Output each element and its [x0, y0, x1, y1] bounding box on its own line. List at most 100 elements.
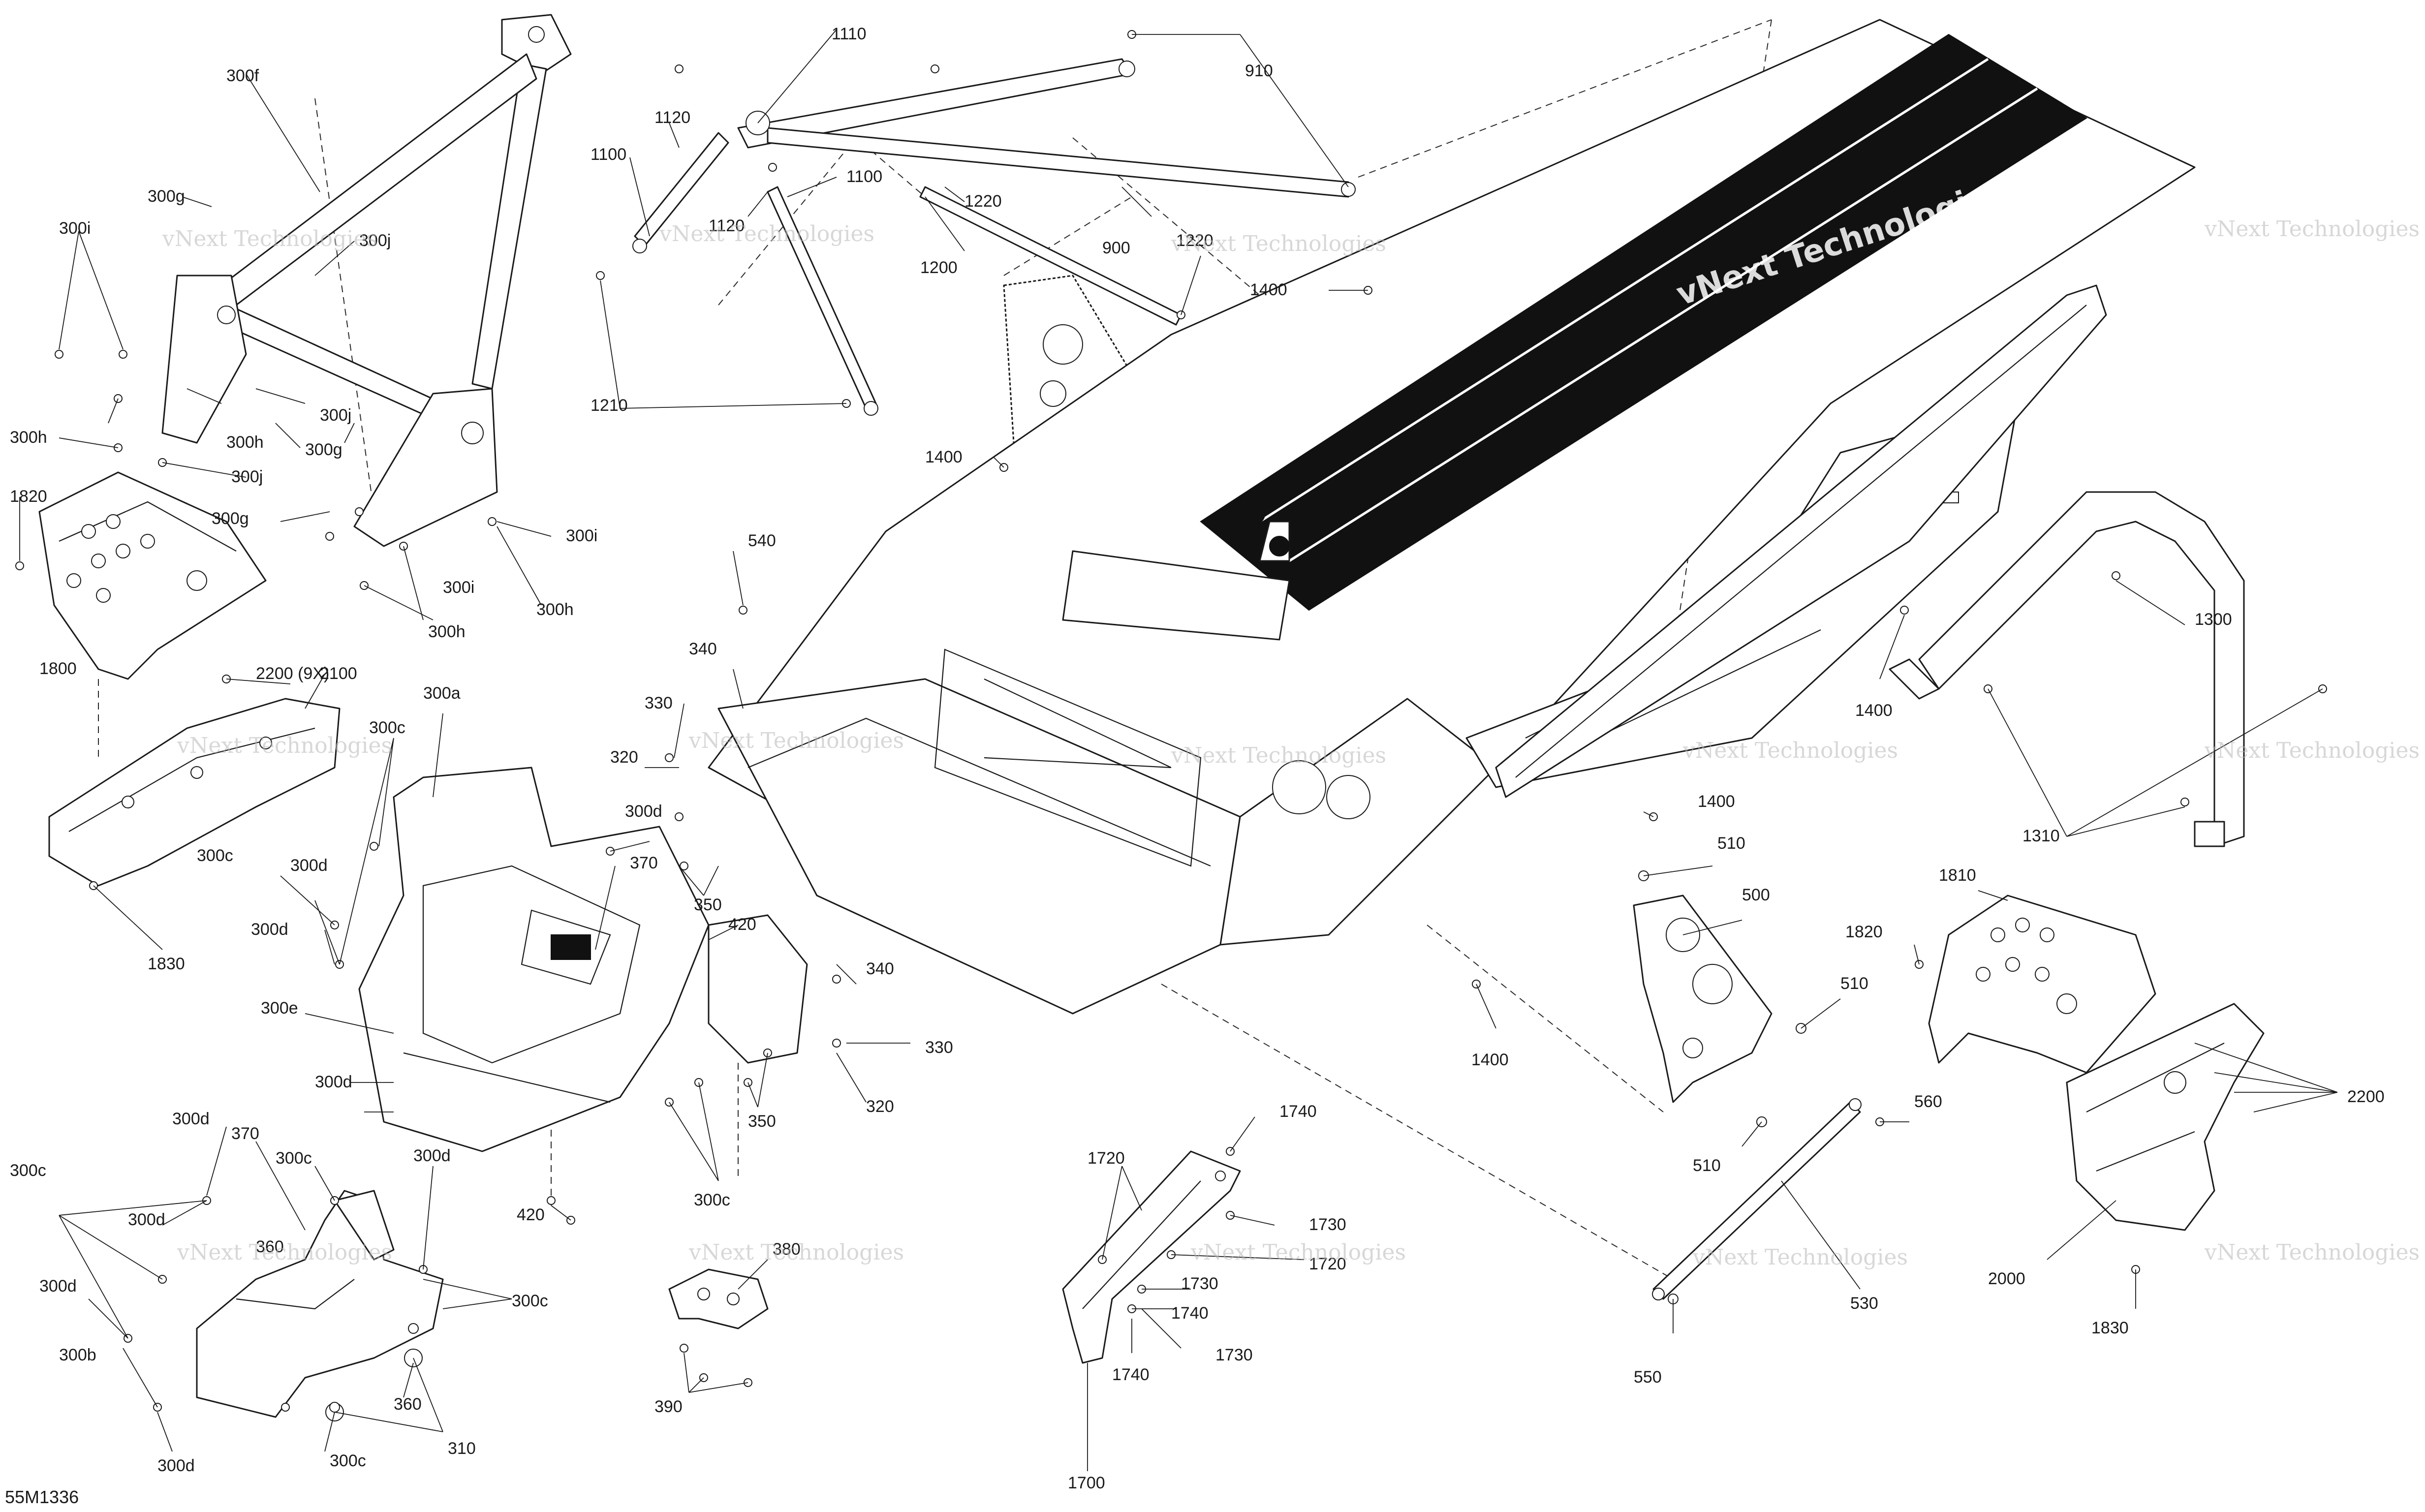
callout-560: 560 [1914, 1092, 1942, 1111]
callout-300d: 300d [315, 1073, 352, 1091]
watermark-text: vNext Technologies [688, 1240, 904, 1265]
callout-300d: 300d [251, 920, 288, 939]
callout-350: 350 [748, 1112, 776, 1131]
callout-1730: 1730 [1309, 1215, 1346, 1234]
watermark-text: vNext Technologies [688, 728, 904, 753]
watermark-text: vNext Technologies [659, 221, 874, 247]
rear-bumper [1889, 491, 2245, 847]
callout-330: 330 [925, 1038, 953, 1057]
callout-330: 330 [645, 694, 673, 712]
callout-350: 350 [694, 895, 722, 914]
callout-2000: 2000 [1988, 1269, 2025, 1288]
callout-1400: 1400 [1471, 1050, 1509, 1069]
callout-1740: 1740 [1171, 1304, 1209, 1323]
callout-1720: 1720 [1088, 1149, 1125, 1168]
callout-900: 900 [1102, 239, 1130, 257]
callout-300i: 300i [566, 526, 597, 545]
cross-rod [1652, 1098, 1862, 1300]
callout-300d: 300d [128, 1210, 165, 1229]
callout-300d: 300d [290, 856, 328, 875]
callout-420: 420 [517, 1205, 545, 1224]
callout-300i: 300i [59, 219, 91, 238]
callout-300c: 300c [197, 846, 233, 865]
callout-320: 320 [866, 1097, 894, 1116]
callout-2100: 2100 [320, 664, 357, 683]
fasteners [15, 30, 2327, 1413]
footrest-bracket-right [1928, 895, 2156, 1074]
callout-300c: 300c [369, 718, 405, 737]
callout-1100: 1100 [591, 145, 626, 164]
watermark-text: vNext Technologies [1692, 1245, 1908, 1270]
callout-1400: 1400 [925, 448, 963, 466]
callout-300c: 300c [330, 1451, 366, 1470]
callout-540: 540 [748, 531, 776, 550]
callout-1310: 1310 [2022, 827, 2060, 845]
callout-380: 380 [773, 1240, 801, 1259]
callout-420: 420 [728, 915, 756, 934]
callout-300f: 300f [226, 66, 259, 85]
watermark-text: vNext Technologies [2204, 216, 2420, 242]
callout-300g: 300g [212, 509, 249, 528]
callout-300c: 300c [694, 1191, 730, 1209]
callout-1820: 1820 [10, 487, 47, 506]
callout-300a: 300a [423, 684, 461, 703]
front-suspension-rods [632, 58, 1356, 416]
callout-1110: 1110 [832, 25, 867, 43]
watermark-text: vNext Technologies [2204, 738, 2420, 763]
callout-500: 500 [1742, 886, 1770, 904]
callout-1100: 1100 [846, 167, 882, 186]
callout-300j: 300j [359, 231, 391, 250]
watermark-text: vNext Technologies [177, 1240, 392, 1265]
callout-510: 510 [1717, 834, 1745, 853]
callout-550: 550 [1634, 1368, 1662, 1387]
callout-2200: 2200 [2347, 1087, 2385, 1106]
callout-300d: 300d [157, 1456, 195, 1475]
callout-1820: 1820 [1845, 923, 1883, 941]
callout-340: 340 [866, 959, 894, 978]
callout-360: 360 [394, 1395, 422, 1414]
callout-300g: 300g [305, 440, 342, 459]
callout-300h: 300h [226, 433, 264, 452]
callout-1730: 1730 [1215, 1346, 1253, 1364]
callout-390: 390 [654, 1397, 683, 1416]
callout-1300: 1300 [2195, 610, 2232, 629]
callout-320: 320 [610, 748, 638, 767]
callout-1700: 1700 [1068, 1474, 1105, 1492]
callout-1720: 1720 [1309, 1255, 1346, 1273]
callout-labels: 300f 300g 300i 300j 300h 300h 300j 300g … [10, 25, 2385, 1492]
callout-360: 360 [256, 1237, 284, 1256]
callout-510: 510 [1840, 974, 1868, 993]
callout-300e: 300e [261, 999, 298, 1018]
callout-1120: 1120 [654, 108, 690, 127]
callout-530: 530 [1850, 1294, 1878, 1313]
callout-300h: 300h [10, 428, 47, 447]
callout-310: 310 [448, 1439, 476, 1458]
callout-1730: 1730 [1181, 1274, 1218, 1293]
running-board-support-left [48, 698, 341, 887]
footrest-bracket-left [38, 471, 267, 680]
callout-1220: 1220 [964, 192, 1002, 211]
watermark-text: vNext Technologies [162, 226, 377, 251]
callout-1200: 1200 [920, 258, 958, 277]
callout-300d: 300d [625, 802, 662, 821]
callout-300g: 300g [148, 187, 185, 206]
callout-910: 910 [1245, 62, 1273, 80]
watermark-text: vNext Technologies [1171, 231, 1386, 256]
watermark-text: vNext Technologies [177, 733, 392, 758]
callout-300d: 300d [39, 1277, 77, 1296]
running-board-support-right [2066, 1003, 2265, 1231]
callout-1210: 1210 [591, 396, 628, 415]
callout-1220: 1220 [1176, 231, 1213, 250]
diagram-code: 55M1336 [5, 1487, 79, 1507]
lower-front-subassembly [196, 1190, 444, 1421]
a-frame-assembly [161, 14, 572, 547]
rear-suspension-bracket [1633, 895, 1772, 1103]
callout-1810: 1810 [1939, 866, 1976, 885]
callout-300j: 300j [320, 406, 351, 425]
callout-300d: 300d [172, 1110, 210, 1128]
callout-340: 340 [689, 640, 717, 658]
callout-300j: 300j [231, 467, 263, 486]
callout-510: 510 [1693, 1156, 1721, 1175]
callout-300c: 300c [276, 1149, 312, 1168]
